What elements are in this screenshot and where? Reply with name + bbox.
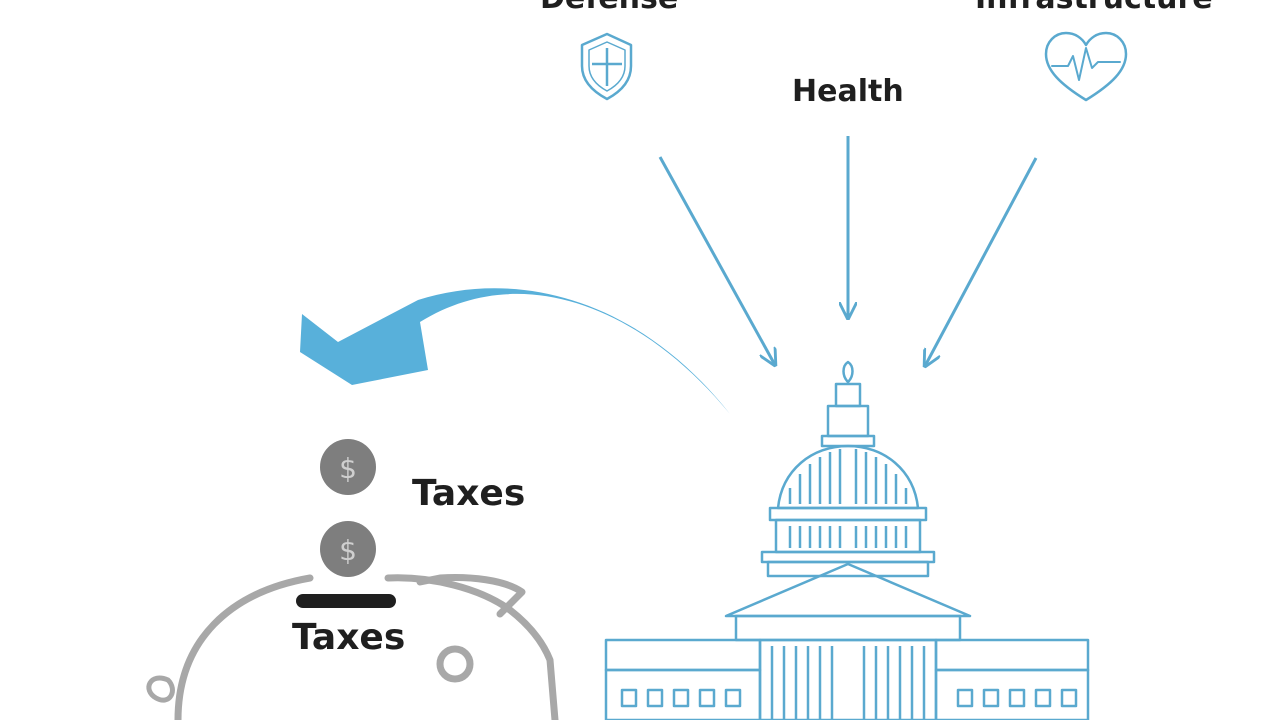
label-infrastructure: Infrastructure: [975, 0, 1213, 14]
funding-arrows: [658, 136, 1038, 366]
label-taxes-bottom: Taxes: [292, 617, 406, 658]
coin-slot: [296, 594, 396, 608]
arrow-infrastructure: [925, 157, 1038, 366]
label-taxes-top: Taxes: [412, 473, 526, 514]
piggy-bank-icon: [146, 574, 559, 720]
coin-symbol: $: [339, 452, 357, 485]
coin-icon: $: [320, 439, 376, 495]
coin-icon: $: [320, 521, 376, 577]
label-health: Health: [792, 74, 904, 109]
coin-symbol: $: [339, 534, 357, 567]
capitol-building-icon: [604, 360, 1090, 720]
heart-pulse-icon: [1044, 31, 1128, 102]
shield-icon: [580, 32, 633, 101]
label-defense: Defense: [540, 0, 678, 14]
curved-return-arrow: [300, 288, 730, 414]
arrow-defense: [658, 156, 775, 365]
